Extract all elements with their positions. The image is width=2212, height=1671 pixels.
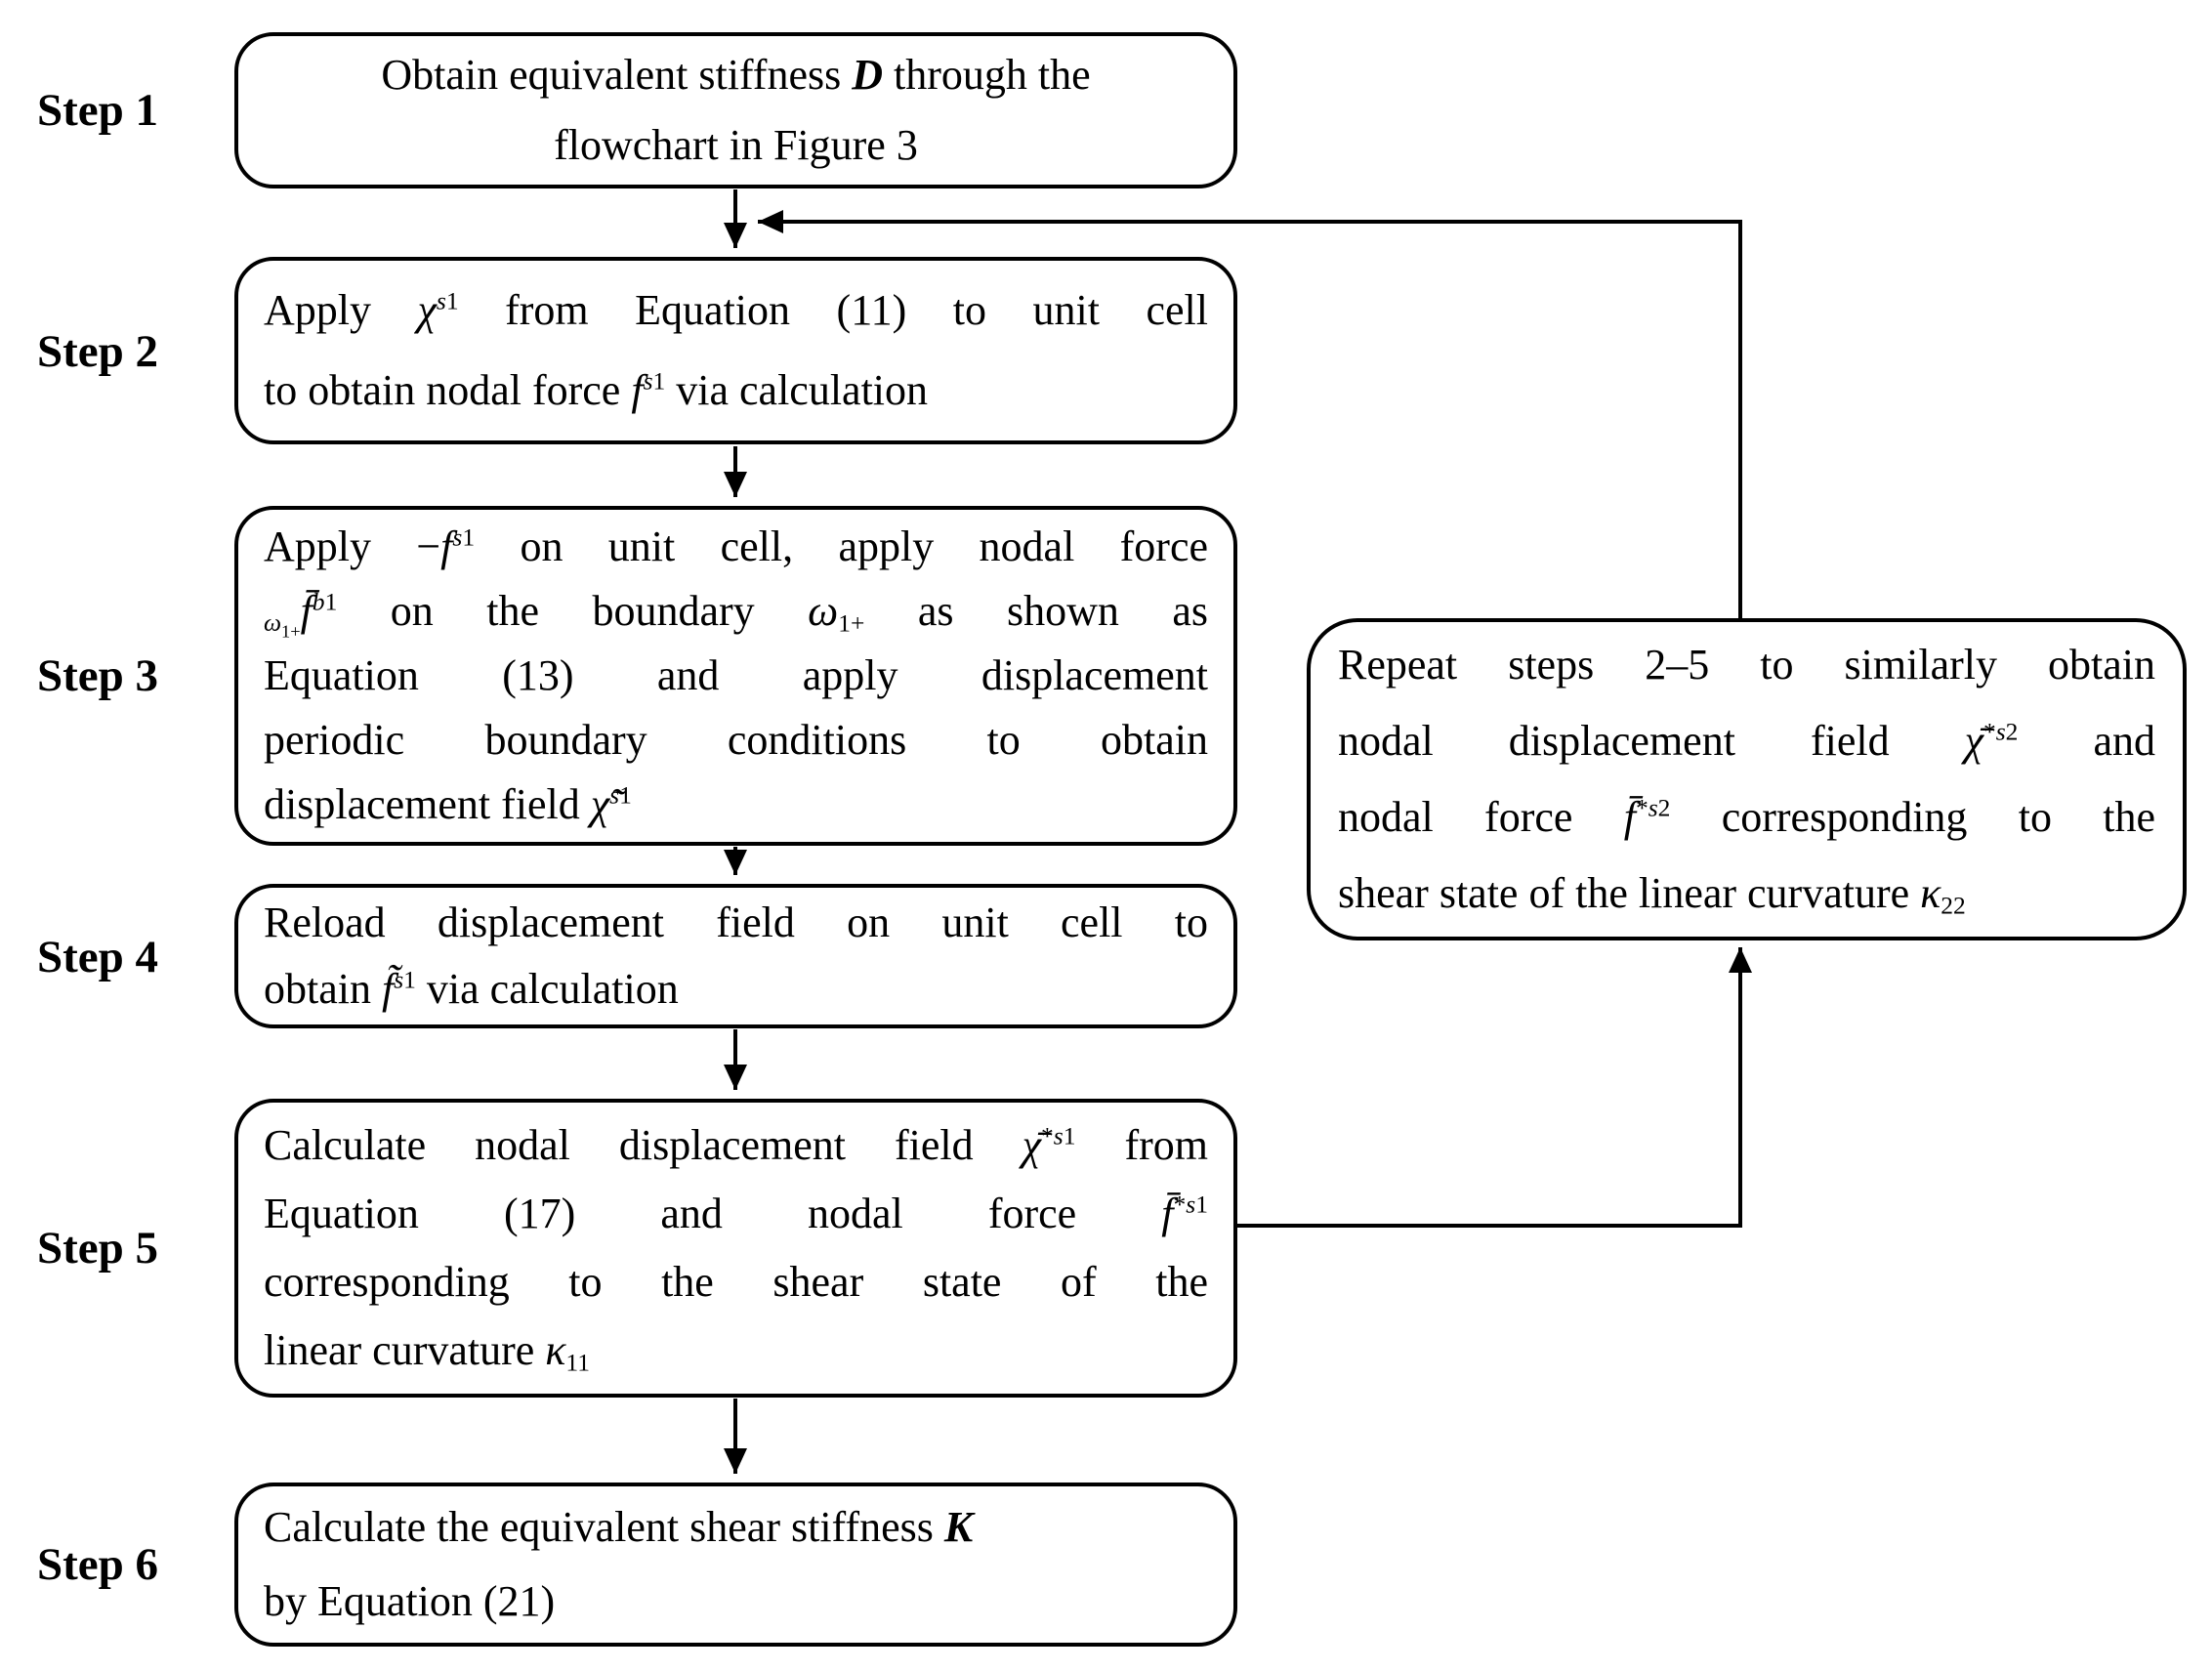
step-text-line: obtain f̃s1 via calculation [264, 965, 679, 1013]
step-text-line: displacement field χ̃s1 [264, 780, 632, 828]
step-text-line: Calculate the equivalent shear stiffness… [264, 1503, 974, 1551]
step-label-6: Step 6 [37, 1539, 159, 1590]
step-text-line: Apply χs1 from Equation (11) to unit cel… [264, 286, 1208, 334]
step-text-line: Apply −fs1 on unit cell, apply nodal for… [264, 522, 1208, 570]
step-label-3: Step 3 [37, 650, 159, 701]
step-text-line: shear state of the linear curvature κ22 [1338, 869, 1966, 920]
step-label-4: Step 4 [37, 932, 159, 982]
step-4-box: Reload displacement field on unit cell t… [234, 884, 1237, 1028]
step-text-line: flowchart in Figure 3 [554, 121, 918, 169]
step-label-1: Step 1 [37, 85, 159, 136]
step-text-line: linear curvature κ11 [264, 1326, 590, 1377]
arrow-repeat-loop-back [758, 210, 1742, 618]
step-text-line: ω1+f̄b1 on the boundary ω1+ as shown as [264, 587, 1209, 642]
repeat-steps-box: Repeat steps 2–5 to similarly obtain nod… [1307, 618, 2187, 940]
step-text-line: Repeat steps 2–5 to similarly obtain [1338, 641, 2155, 689]
arrow-step5-to-repeat-box [1237, 947, 1752, 1228]
step-1-box: Obtain equivalent stiffness D through th… [234, 32, 1237, 188]
step-text-line: by Equation (21) [264, 1577, 556, 1625]
step-label-5: Step 5 [37, 1223, 159, 1274]
step-text-line: nodal force f̄*s2 corresponding to the [1338, 793, 2155, 841]
step-text-line: periodic boundary conditions to obtain [264, 716, 1208, 764]
step-text-line: Reload displacement field on unit cell t… [264, 898, 1208, 946]
step-text-line: to obtain nodal force fs1 via calculatio… [264, 366, 929, 414]
step-text-line: corresponding to the shear state of the [264, 1258, 1208, 1306]
step-text-line: Equation (17) and nodal force f̄*s1 [264, 1190, 1208, 1237]
step-text-line: nodal displacement field χ̄*s2 and [1338, 717, 2155, 765]
step-5-box: Calculate nodal displacement field χ̄*s1… [234, 1099, 1237, 1398]
step-2-box: Apply χs1 from Equation (11) to unit cel… [234, 257, 1237, 444]
step-text-line: Equation (13) and apply displacement [264, 651, 1208, 699]
step-6-box: Calculate the equivalent shear stiffness… [234, 1483, 1237, 1647]
step-3-box: Apply −fs1 on unit cell, apply nodal for… [234, 506, 1237, 846]
step-text-line: Obtain equivalent stiffness D through th… [381, 51, 1091, 99]
step-label-2: Step 2 [37, 326, 159, 377]
step-text-line: Calculate nodal displacement field χ̄*s1… [264, 1121, 1208, 1169]
